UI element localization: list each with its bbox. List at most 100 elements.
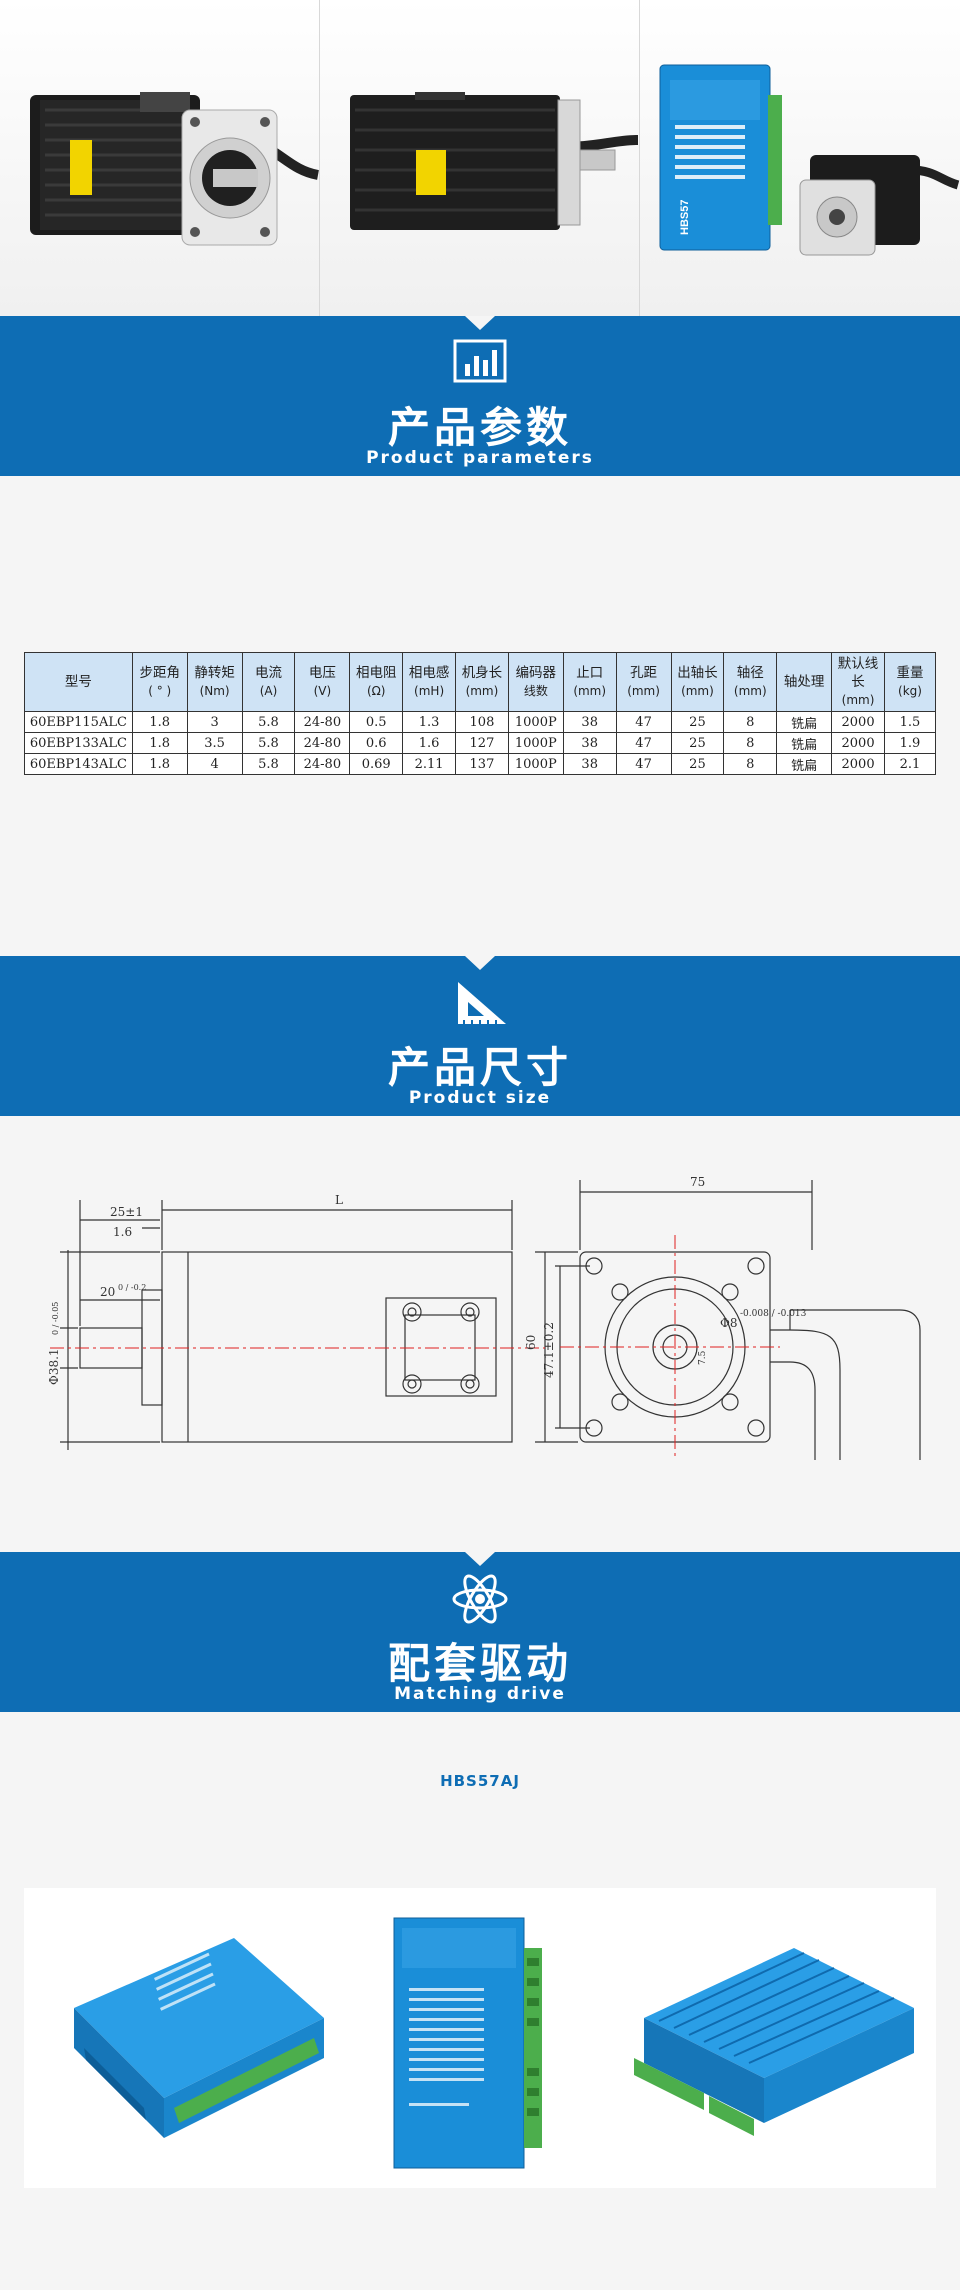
encoder-block	[385, 1297, 497, 1397]
header-unit: (Ω)	[366, 684, 386, 698]
header-name: 轴处理	[783, 674, 825, 690]
table-cell: 38	[562, 753, 617, 775]
table-cell: 1.3	[402, 711, 457, 733]
table-cell: 38	[562, 711, 617, 733]
header-name: 编码器	[515, 665, 557, 681]
header-name: 电压	[308, 665, 336, 681]
banner-notch	[465, 956, 495, 970]
table-cell: 铣扁	[776, 711, 833, 733]
table-cell: 108	[455, 711, 509, 733]
header-name: 相电感	[408, 665, 450, 681]
dim-pilot-tol: 0 / -0.05	[51, 1302, 60, 1335]
motor-photo-side	[320, 0, 640, 316]
header-unit: (mm)	[627, 684, 660, 698]
table-header-cell: 出轴长(mm)	[670, 652, 725, 712]
table-cell: 47	[615, 711, 672, 733]
driver-model-label: HBS57AJ	[440, 1772, 520, 1790]
table-header-cell: 电压 (V)	[294, 652, 351, 712]
table-header-cell: 编码器线数	[507, 652, 564, 712]
table-cell: 8	[723, 753, 778, 775]
table-header-cell: 轴处理	[776, 652, 833, 712]
table-cell: 25	[670, 753, 725, 775]
table-header-cell: 静转矩 (Nm)	[186, 652, 243, 712]
table-cell: 3	[186, 711, 243, 733]
table-cell: 60EBP115ALC	[24, 711, 133, 733]
header-unit: (mH)	[414, 684, 445, 698]
header-unit: (V)	[313, 684, 332, 698]
header-unit: (mm)	[681, 684, 714, 698]
table-cell: 铣扁	[776, 732, 833, 754]
section-title-cn: 产品参数	[387, 403, 572, 452]
table-cell: 8	[723, 711, 778, 733]
header-name: 孔距	[630, 665, 658, 681]
header-name: 重量	[896, 665, 924, 681]
header-unit: ( ° )	[148, 684, 172, 698]
dimension-drawing: L 25±1 1.6 20 0 / -0.2 Φ38.1 0 / -0.05 7…	[47, 1175, 921, 1460]
table-cell: 1.5	[883, 711, 937, 733]
header-name: 止口	[576, 665, 604, 681]
table-cell: 47	[615, 753, 672, 775]
header-name: 步距角	[139, 665, 180, 681]
section-title-cn: 产品尺寸	[387, 1043, 572, 1092]
section-title-en: Product parameters	[366, 448, 594, 468]
set-square-ruler-icon	[458, 982, 506, 1024]
driver-photo-angled	[74, 1938, 324, 2138]
dim-shaft-tol: -0.008 / -0.013	[740, 1309, 807, 1319]
dim-flat-depth: 7.5	[698, 1350, 708, 1365]
motor-photo-front	[0, 0, 320, 316]
dim-shaft-total: 25±1	[110, 1205, 143, 1219]
table-cell: 1.8	[131, 753, 188, 775]
table-cell: 5.8	[241, 753, 296, 775]
section-title-en: Matching drive	[394, 1684, 566, 1704]
table-cell: 3.5	[186, 732, 243, 754]
table-cell: 25	[670, 711, 725, 733]
dim-flat-tol: 0 / -0.2	[118, 1283, 146, 1292]
header-name: 机身长	[461, 665, 503, 681]
table-cell: 1.9	[883, 732, 937, 754]
table-cell: 60EBP143ALC	[24, 753, 133, 775]
table-header-cell: 轴径 (mm)	[723, 652, 778, 712]
table-header-cell: 止口(mm)	[562, 652, 617, 712]
dim-width: 75	[690, 1175, 705, 1189]
table-cell: 137	[455, 753, 509, 775]
banner-notch	[465, 316, 495, 330]
table-cell: 0.5	[349, 711, 404, 733]
table-header-cell: 相电阻 (Ω)	[349, 652, 404, 712]
header-name: 轴径	[736, 665, 764, 681]
table-cell: 24-80	[294, 711, 351, 733]
table-cell: 2000	[831, 732, 885, 754]
table-cell: 25	[670, 732, 725, 754]
dim-shaft-step: 1.6	[113, 1225, 132, 1239]
header-unit: (mm)	[733, 684, 767, 698]
banner-product-size: 产品尺寸 Product size	[0, 956, 960, 1116]
table-cell: 1000P	[507, 711, 564, 733]
table-cell: 5.8	[241, 711, 296, 733]
header-name: 电流	[254, 665, 282, 681]
banner-product-parameters: 产品参数 Product parameters	[0, 316, 960, 476]
header-name: 型号	[64, 674, 92, 690]
table-header-cell: 相电感 (mH)	[402, 652, 457, 712]
driver-photo-front	[393, 1917, 542, 2169]
bar-chart-icon	[453, 339, 507, 383]
driver-photo-strip	[24, 1888, 936, 2188]
atom-icon	[452, 1574, 508, 1624]
table-cell: 1000P	[507, 732, 564, 754]
product-photo-strip: HBS57	[0, 0, 960, 316]
header-unit: (Nm)	[199, 684, 230, 698]
driver-label-text: HBS57	[679, 200, 691, 235]
section-title-en: Product size	[408, 1088, 552, 1108]
header-name: 静转矩	[194, 665, 235, 681]
table-cell: 5.8	[241, 732, 296, 754]
table-cell: 1.8	[131, 732, 188, 754]
table-cell: 0.69	[349, 753, 404, 775]
header-name: 相电阻	[355, 665, 397, 681]
dim-shaft-dia: Φ8	[720, 1316, 737, 1330]
table-header-cell: 孔距 (mm)	[615, 652, 672, 712]
dim-pilot-dia: Φ38.1	[47, 1348, 61, 1385]
table-header-row: 型号步距角( ° )静转矩(Nm)电流(A)电压(V)相电阻(Ω)相电感(mH)…	[24, 652, 937, 712]
section-title-cn: 配套驱动	[387, 1639, 572, 1688]
